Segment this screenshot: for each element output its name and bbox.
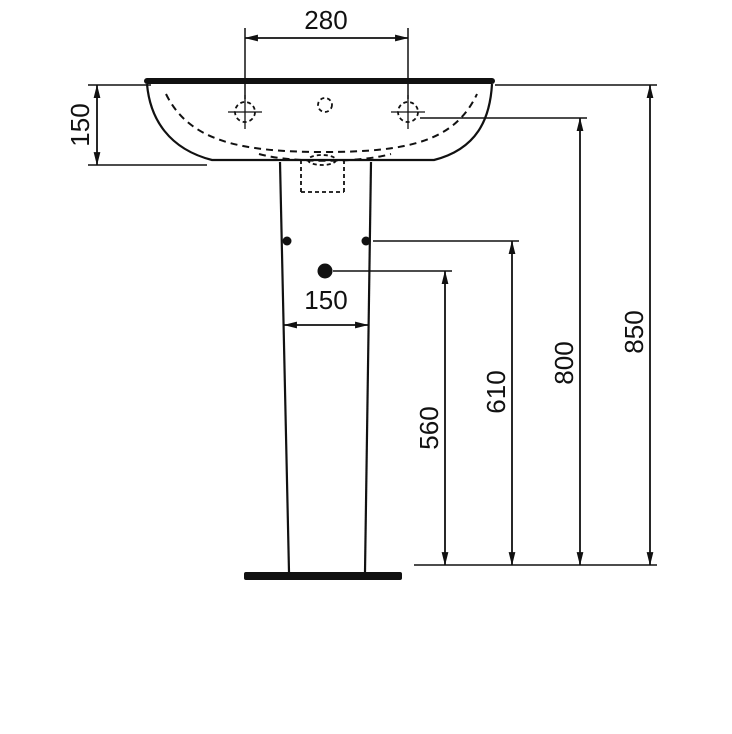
pedestal-base-plate (244, 572, 402, 580)
dim-height-800: 800 (549, 117, 584, 566)
dim-basin-height: 150 (65, 84, 207, 166)
basin-inner-bowl-hidden-line (165, 93, 478, 154)
washbasin (144, 78, 495, 193)
dimension-label-800: 800 (549, 341, 579, 384)
dimension-label-850: 850 (619, 310, 649, 353)
dim-tap-spacing: 280 (244, 5, 409, 99)
dimension-label-610: 610 (481, 370, 511, 413)
dimension-label-150-pedestal: 150 (304, 285, 347, 315)
dim-height-610: 610 (481, 240, 516, 566)
tap-hole-left (228, 95, 262, 129)
tap-hole-right (391, 95, 425, 129)
dimension-label-560: 560 (414, 406, 444, 449)
pedestal-left-edge (278, 161, 291, 573)
fixing-point-left (282, 236, 292, 246)
basin-outer-outline (145, 83, 494, 162)
pedestal (244, 161, 402, 580)
waste-outlet-point (317, 263, 333, 279)
basin-drain-recess-hidden-line (258, 153, 392, 162)
center-hole-circle (317, 97, 333, 113)
dim-pedestal-width: 150 (283, 285, 369, 329)
fixing-point-right (361, 236, 371, 246)
dimension-label-280: 280 (304, 5, 347, 35)
reference-lines (333, 84, 657, 566)
hidden-trap-outline (300, 154, 345, 193)
trap-top-ellipse (307, 154, 337, 166)
dim-height-850: 850 (619, 84, 654, 566)
pedestal-right-edge (363, 161, 373, 573)
dim-height-560: 560 (414, 270, 449, 566)
dimension-label-150-left: 150 (65, 103, 95, 146)
